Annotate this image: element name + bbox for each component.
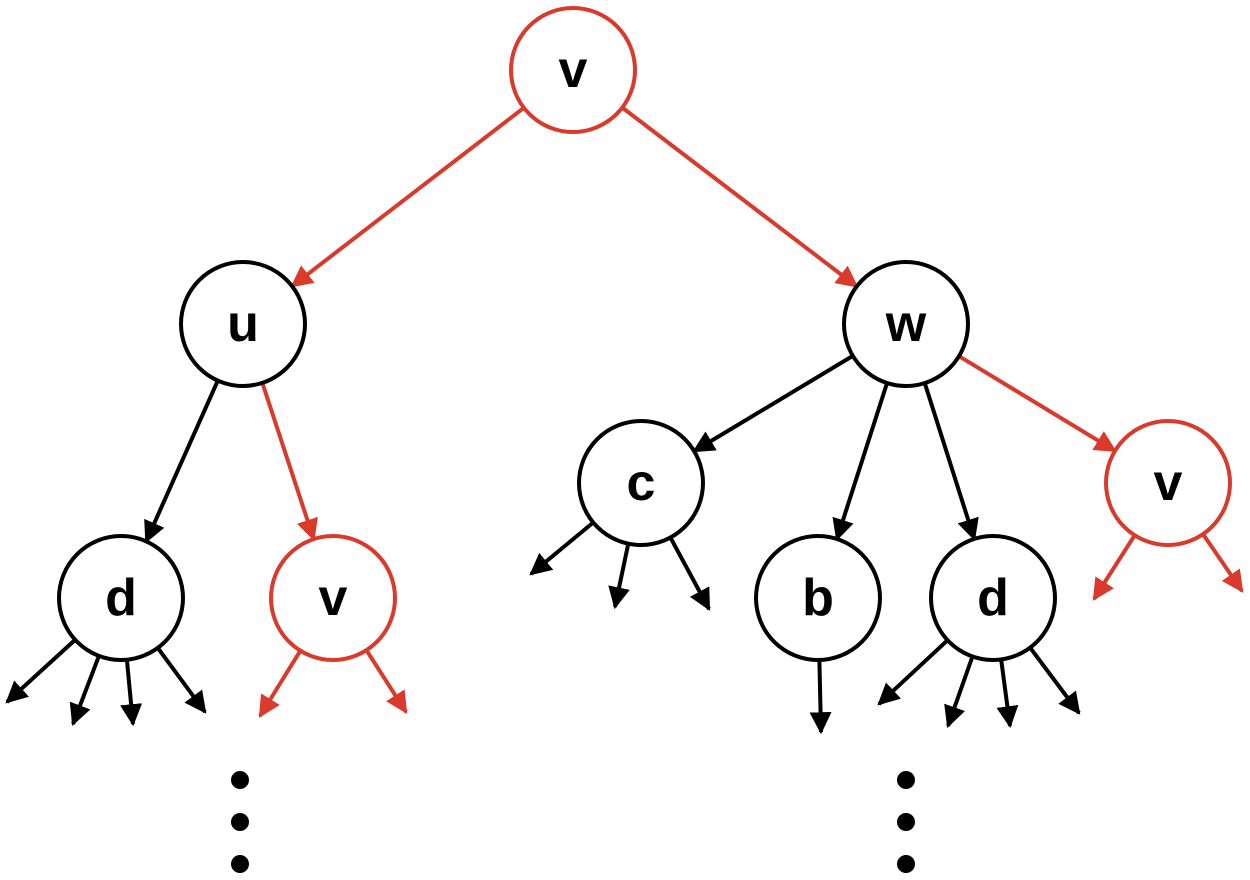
stub-arrow-w_c-3 [668,536,711,611]
node-circle [754,534,882,662]
node-label: d [105,569,137,627]
node-circle [842,260,970,388]
node-label: u [227,295,259,353]
stub-arrow-u_d-2 [69,655,101,727]
edge-root_v-to-u [290,106,526,288]
stub-arrow-w_d-1 [877,638,949,706]
node-label: c [627,454,656,512]
ellipsis-dot [231,771,249,789]
stub-arrow-u_v-2 [364,649,408,714]
node-u_d: d [57,534,185,662]
stub-arrow-w_c-1 [529,520,595,576]
ellipsis-dot [897,855,915,873]
node-label: v [319,569,348,627]
ellipsis-dot [231,855,249,873]
edge-w-to-w_b [832,382,889,542]
node-label: v [559,41,588,99]
edge-root_v-to-w [621,106,859,288]
node-label: w [885,295,927,353]
stubs-layer [5,520,1244,735]
node-w_v: v [1104,419,1232,547]
node-circle [929,534,1057,662]
stub-arrow-u_d-1 [5,638,77,704]
ellipsis-dot [231,813,249,831]
node-circle [577,419,705,547]
stub-arrow-w_v-1 [1092,534,1137,601]
edge-u-to-u_d [144,379,220,544]
edges-layer [144,106,1117,544]
stub-arrow-u_v-1 [258,649,303,718]
edge-w-to-w_c [692,354,854,453]
edge-u-to-u_v [260,382,318,542]
node-root_v: v [509,6,637,134]
node-circle [509,6,637,134]
node-circle [269,534,397,662]
ellipsis-dot [897,771,915,789]
edge-w-to-w_v [957,354,1117,453]
stub-arrow-w_d-2 [944,655,975,729]
edge-w-to-w_d [922,382,979,542]
dots-layer [231,771,915,873]
node-u_v: v [269,534,397,662]
ellipsis-w_d [897,771,915,873]
node-circle [57,534,185,662]
stub-arrow-w_c-2 [608,543,631,610]
node-u: u [179,260,307,388]
node-label: v [1154,454,1183,512]
stub-arrow-w_d-4 [1028,646,1081,715]
stub-arrow-w_v-2 [1201,533,1244,593]
node-circle [179,260,307,388]
stub-arrow-u_d-4 [156,646,207,714]
node-label: b [802,569,834,627]
node-label: d [977,569,1009,627]
node-circle [1104,419,1232,547]
stub-arrow-w_b-1 [809,659,832,735]
node-w_c: c [577,419,705,547]
node-w_b: b [754,534,882,662]
ellipsis-dot [897,813,915,831]
node-w: w [842,260,970,388]
nodes-layer: v u w d v c b d v [57,6,1232,662]
node-w_d: d [929,534,1057,662]
stub-arrow-w_d-3 [996,659,1019,729]
ellipsis-u_v [231,771,249,873]
stub-arrow-u_d-3 [120,659,143,727]
